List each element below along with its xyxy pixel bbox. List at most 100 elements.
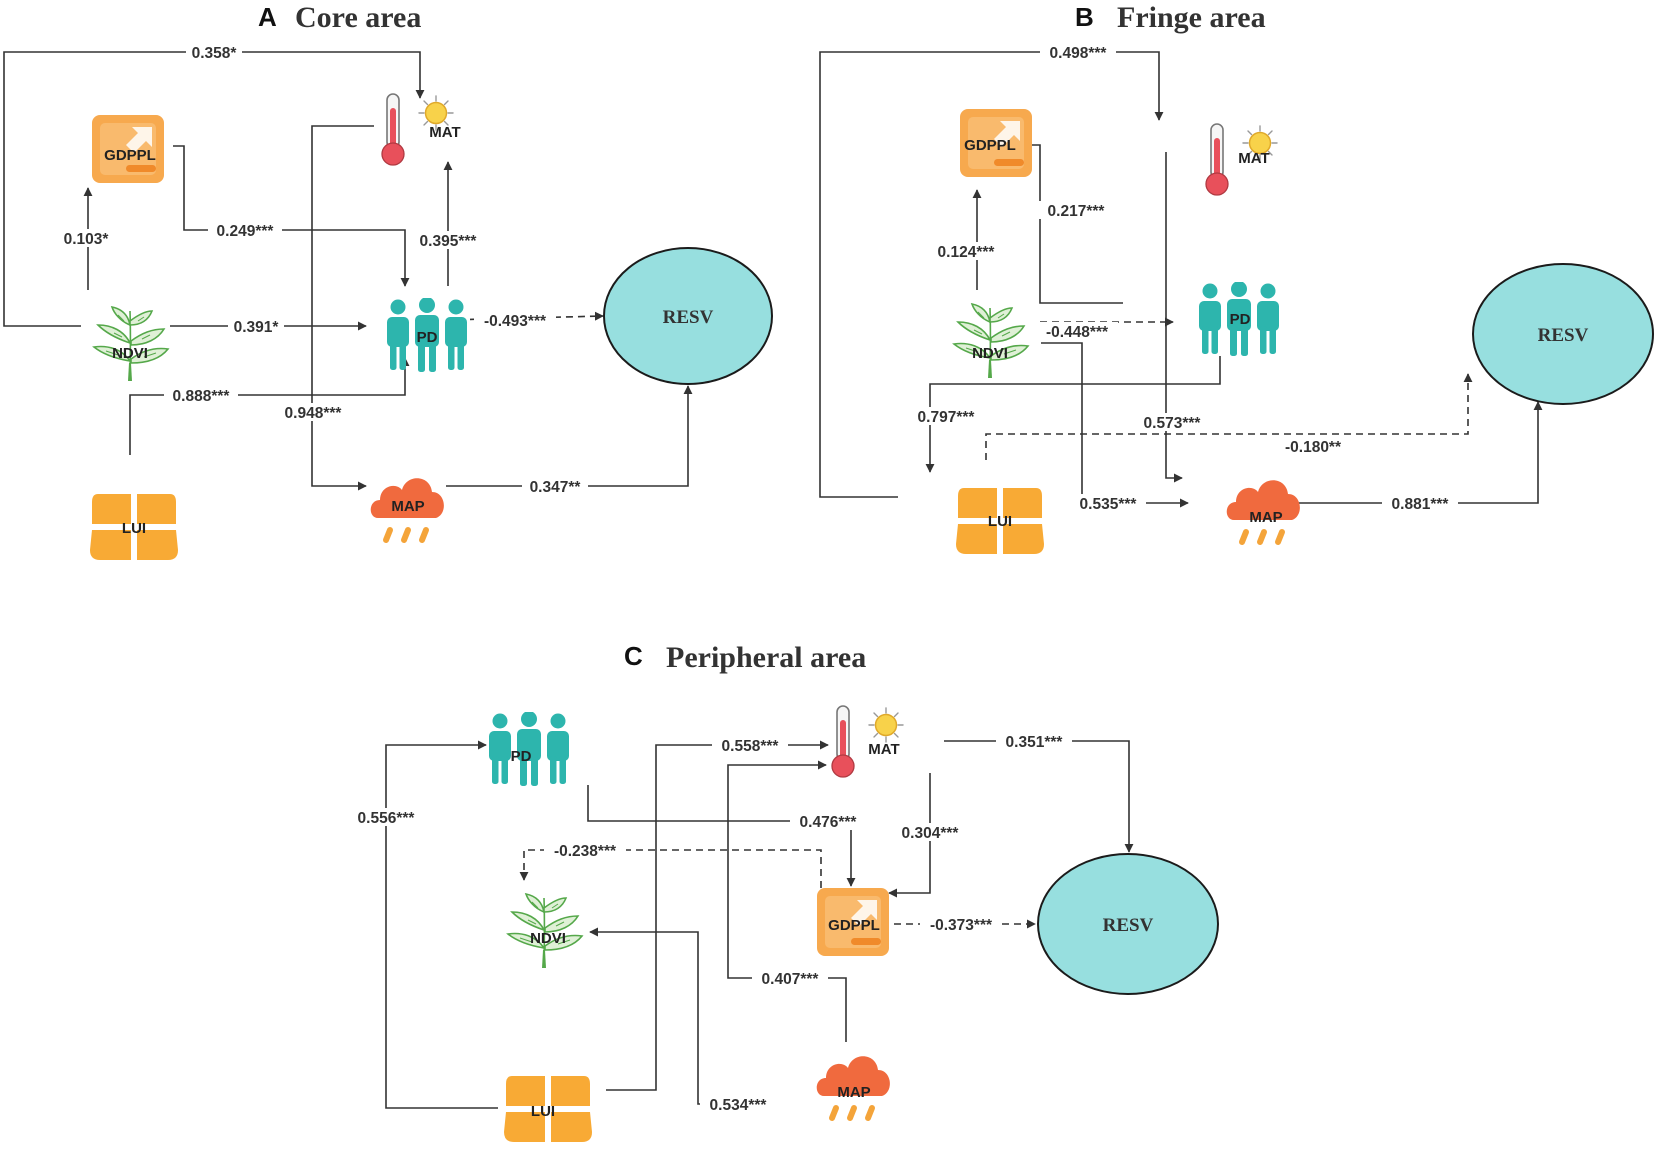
coef-ndvi-gdppl: 0.103* — [64, 231, 110, 248]
node-ndvi: NDVI — [93, 306, 169, 382]
node-label: NDVI — [972, 345, 1008, 362]
node-label: GDPPL — [104, 147, 156, 164]
edge-mat-to-resv — [944, 740, 1134, 853]
node-resv: RESV — [1037, 853, 1219, 995]
coef-lui-mat: 0.558*** — [722, 738, 780, 755]
coef-lui-resv: -0.180** — [1285, 439, 1342, 456]
node-label: MAP — [1249, 509, 1282, 526]
edge-map-to-mat — [727, 760, 847, 1042]
node-lui: LUI — [90, 494, 178, 560]
coef-labels: 0.556*** 0.558*** 0.351*** 0.476*** 0.30… — [348, 732, 1072, 1114]
coef-mat-gdppl: 0.304*** — [902, 825, 960, 842]
resv-ellipse — [603, 247, 773, 385]
node-resv: RESV — [603, 247, 773, 385]
node-label: NDVI — [530, 930, 566, 947]
node-lui: LUI — [504, 1076, 592, 1142]
coef-pd-resv: -0.493*** — [484, 313, 547, 330]
resv-ellipse — [1472, 263, 1654, 405]
coef-ndvi-mat: 0.358* — [192, 45, 238, 62]
node-lui: LUI — [956, 488, 1044, 554]
node-label: GDPPL — [828, 917, 880, 934]
edge-lui-to-mat — [819, 51, 1164, 498]
coef-lui-pd: 0.556*** — [358, 810, 416, 827]
coef-gdppl-pd: 0.249*** — [217, 223, 275, 240]
panel-letter: A — [258, 2, 277, 32]
edge-map-to-resv — [446, 385, 693, 487]
coef-lui-pd: 0.888*** — [173, 388, 231, 405]
coef-mat-map: 0.948*** — [285, 405, 343, 422]
plant-icon — [93, 306, 169, 382]
edge-gdppl-to-pd — [173, 145, 410, 287]
edge-map-to-ndvi — [589, 927, 774, 1105]
node-map: MAP — [371, 478, 444, 540]
panel-letter: B — [1075, 2, 1094, 32]
panel-core-area: A Core area 0.358* 0.103* 0.249*** 0.395… — [3, 1, 773, 560]
node-gdppl: GDPPL — [92, 115, 164, 183]
node-pd: PD — [1199, 282, 1279, 356]
resv-ellipse — [1037, 853, 1219, 995]
coef-gdppl-resv: -0.373*** — [930, 917, 993, 934]
coef-labels: 0.358* 0.103* 0.249*** 0.395*** 0.391* -… — [56, 43, 588, 496]
node-map: MAP — [817, 1056, 890, 1118]
coef-mat-map: 0.573*** — [1144, 415, 1202, 432]
coef-map-resv: 0.881*** — [1392, 496, 1450, 513]
node-label: PD — [1230, 311, 1251, 328]
plant-icon — [953, 303, 1029, 379]
node-mat: MAT — [381, 93, 461, 166]
coef-mat-resv: 0.351*** — [1006, 734, 1064, 751]
node-label: RESV — [1538, 325, 1589, 346]
node-pd: PD — [489, 712, 569, 786]
panel-letter: C — [624, 641, 643, 671]
node-label: MAP — [837, 1084, 870, 1101]
edge-lui-to-pd — [129, 357, 410, 455]
node-label: NDVI — [112, 345, 148, 362]
edge-lui-to-resv — [985, 373, 1473, 460]
coef-pd-mat: 0.395*** — [420, 233, 478, 250]
node-gdppl: GDPPL — [960, 109, 1032, 177]
edge-map-to-resv — [1286, 401, 1543, 504]
coef-pd-gdppl: 0.476*** — [800, 814, 858, 831]
edge-mat-to-gdppl — [888, 773, 931, 898]
node-ndvi: NDVI — [953, 303, 1029, 379]
node-gdppl: GDPPL — [817, 888, 889, 956]
edge-pd-to-lui — [925, 356, 1221, 473]
node-label: PD — [417, 329, 438, 346]
node-mat: MAT — [831, 705, 904, 778]
node-pd: PD — [387, 298, 467, 372]
node-label: LUI — [531, 1103, 555, 1120]
edge-lui-to-mat — [606, 740, 829, 1091]
node-label: LUI — [122, 520, 146, 537]
node-label: PD — [511, 748, 532, 765]
coef-lui-mat: 0.498*** — [1050, 45, 1108, 62]
coef-map-mat: 0.407*** — [762, 971, 820, 988]
coef-map-resv: 0.347** — [530, 479, 582, 496]
edge-mat-to-map — [311, 125, 374, 491]
edge-pd-to-gdppl — [1017, 140, 1123, 304]
coef-ndvi-map: 0.535*** — [1080, 496, 1138, 513]
node-label: RESV — [663, 307, 714, 328]
node-label: MAT — [868, 741, 899, 758]
coef-gdppl-ndvi: -0.238*** — [554, 843, 617, 860]
panel-peripheral-area: C Peripheral area 0.556*** 0.558*** 0.35… — [348, 641, 1219, 1142]
panel-fringe-area: B Fringe area 0.498*** 0.217*** 0.124***… — [819, 1, 1654, 554]
node-ndvi: NDVI — [507, 893, 583, 969]
node-label: MAT — [429, 124, 460, 141]
panel-title: Fringe area — [1117, 1, 1266, 34]
edge-lui-to-pd — [385, 740, 498, 1109]
coef-pd-gdppl: 0.217*** — [1048, 203, 1106, 220]
coef-pd-lui: 0.797*** — [918, 409, 976, 426]
coef-ndvi-gdppl: 0.124*** — [938, 244, 996, 261]
node-label: GDPPL — [964, 137, 1016, 154]
edge-pd-to-gdppl — [587, 785, 856, 887]
node-label: MAP — [391, 498, 424, 515]
node-label: RESV — [1103, 915, 1154, 936]
coef-map-ndvi: 0.534*** — [710, 1097, 768, 1114]
panel-title: Core area — [295, 1, 421, 34]
panel-title: Peripheral area — [666, 641, 866, 674]
coef-ndvi-pd: 0.391* — [234, 319, 280, 336]
edge-gdppl-to-ndvi — [519, 849, 822, 888]
coef-labels: 0.498*** 0.217*** 0.124*** -0.448*** 0.7… — [908, 43, 1458, 513]
coef-ndvi-pd: -0.448*** — [1046, 324, 1109, 341]
node-map: MAP — [1227, 480, 1300, 542]
